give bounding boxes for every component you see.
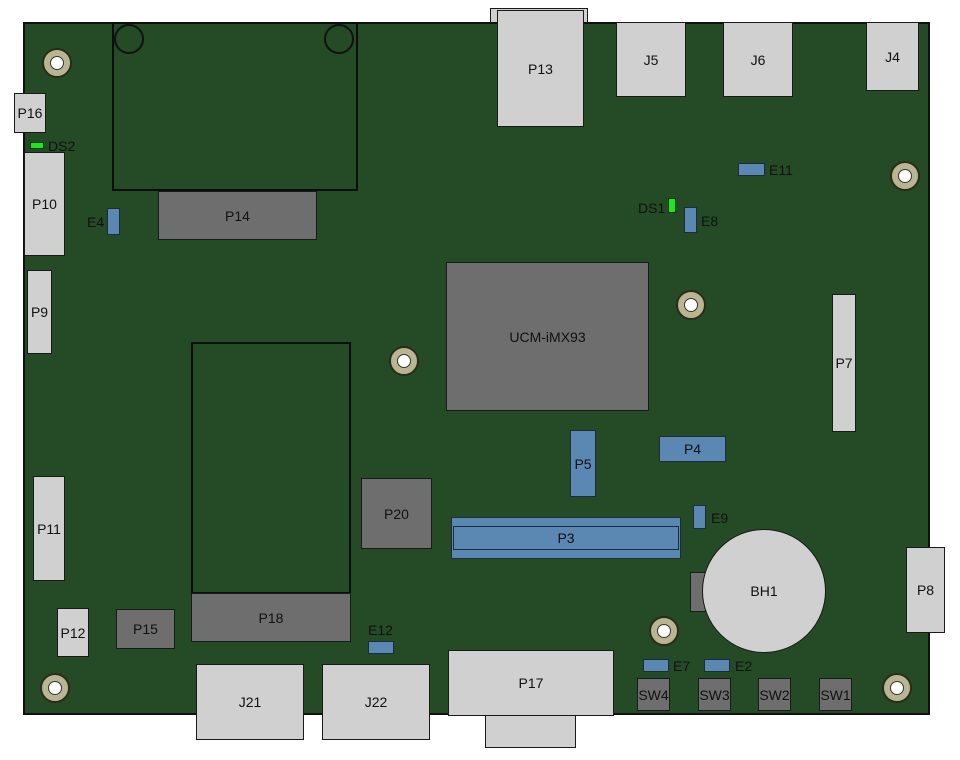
mounting-hole-center — [676, 290, 706, 320]
label-p15: P15 — [133, 621, 158, 637]
label-p13: P13 — [528, 60, 553, 77]
connector-j21[interactable]: J21 — [196, 664, 304, 740]
mounting-hole-left-center — [389, 346, 419, 376]
label-e2: E2 — [735, 658, 753, 674]
label-e4: E4 — [87, 214, 105, 230]
label-p8: P8 — [916, 582, 935, 598]
label-p4: P4 — [683, 441, 702, 457]
label-p10: P10 — [32, 196, 57, 212]
mounting-hole-bottom-middle — [649, 616, 679, 646]
label-j4: J4 — [885, 48, 900, 65]
mounting-hole-bottom-right — [882, 673, 912, 703]
label-e11: E11 — [769, 162, 793, 178]
label-p5: P5 — [574, 455, 592, 472]
label-sw3: SW3 — [699, 686, 730, 703]
label-p20: P20 — [384, 505, 409, 522]
label-j21: J21 — [238, 694, 262, 710]
label-p18: P18 — [258, 609, 284, 626]
label-ucm: UCM-iMX93 — [509, 328, 586, 345]
label-j5: J5 — [643, 51, 659, 68]
jumper-e7[interactable] — [643, 659, 669, 672]
connector-p3-slot: P3 — [453, 526, 679, 550]
label-e12: E12 — [368, 622, 393, 638]
connector-j6[interactable]: J6 — [723, 22, 793, 97]
label-p16: P16 — [17, 105, 43, 121]
connector-p17[interactable]: P17 — [448, 650, 614, 716]
label-j22: J22 — [364, 694, 388, 710]
connector-p12[interactable]: P12 — [57, 608, 89, 657]
label-p11: P11 — [37, 520, 61, 537]
mounting-hole-bottom-left — [40, 673, 70, 703]
connector-p8[interactable]: P8 — [906, 547, 945, 633]
header-p4[interactable]: P4 — [659, 436, 726, 462]
label-ds2: DS2 — [48, 138, 76, 154]
connector-p15[interactable]: P15 — [116, 609, 175, 649]
mounting-hole-top-left — [42, 48, 72, 78]
header-p5[interactable]: P5 — [570, 430, 596, 497]
led-ds1 — [668, 198, 676, 213]
connector-p9[interactable]: P9 — [27, 270, 52, 354]
label-p3: P3 — [557, 530, 575, 546]
switch-sw1[interactable]: SW1 — [819, 678, 852, 711]
jumper-e12[interactable] — [368, 641, 394, 654]
jumper-e8[interactable] — [684, 207, 697, 233]
jumper-e2[interactable] — [704, 659, 730, 672]
label-p9: P9 — [30, 304, 49, 320]
jumper-e9[interactable] — [693, 505, 706, 529]
label-j6: J6 — [750, 51, 766, 68]
switch-sw3[interactable]: SW3 — [698, 678, 731, 711]
connector-p14[interactable]: P14 — [158, 191, 317, 240]
connector-j4[interactable]: J4 — [866, 22, 919, 91]
module-standoff-left — [114, 24, 144, 54]
label-p12: P12 — [60, 624, 86, 641]
connector-p16[interactable]: P16 — [14, 93, 46, 133]
label-sw2: SW2 — [759, 686, 790, 703]
label-p7: P7 — [835, 355, 853, 371]
battery-holder-bh1: BH1 — [702, 529, 826, 653]
jumper-e4[interactable] — [107, 208, 120, 235]
label-sw1: SW1 — [820, 686, 851, 703]
jumper-e11[interactable] — [738, 163, 765, 176]
module-outline-bottom — [191, 342, 351, 594]
connector-p20[interactable]: P20 — [361, 478, 432, 549]
som-ucm-imx93: UCM-iMX93 — [446, 262, 649, 411]
label-e8: E8 — [701, 213, 719, 229]
module-outline-top — [112, 22, 358, 191]
connector-p7[interactable]: P7 — [832, 294, 856, 432]
label-ds1: DS1 — [638, 200, 666, 216]
switch-sw4[interactable]: SW4 — [637, 678, 670, 711]
label-bh1: BH1 — [750, 583, 778, 599]
switch-sw2[interactable]: SW2 — [758, 678, 791, 711]
module-standoff-right — [324, 24, 354, 54]
label-e9: E9 — [711, 510, 729, 526]
connector-p17-shell — [485, 712, 576, 748]
connector-p13[interactable]: P13 — [497, 10, 584, 127]
label-sw4: SW4 — [638, 686, 669, 703]
led-ds2 — [30, 142, 44, 149]
connector-p11[interactable]: P11 — [33, 476, 65, 581]
connector-j22[interactable]: J22 — [322, 664, 430, 740]
mounting-hole-top-right — [890, 161, 920, 191]
connector-j5[interactable]: J5 — [616, 22, 686, 97]
connector-p18[interactable]: P18 — [191, 593, 351, 642]
label-e7: E7 — [673, 658, 691, 674]
label-p17: P17 — [518, 675, 544, 691]
connector-p10[interactable]: P10 — [24, 152, 65, 256]
label-p14: P14 — [225, 207, 250, 224]
